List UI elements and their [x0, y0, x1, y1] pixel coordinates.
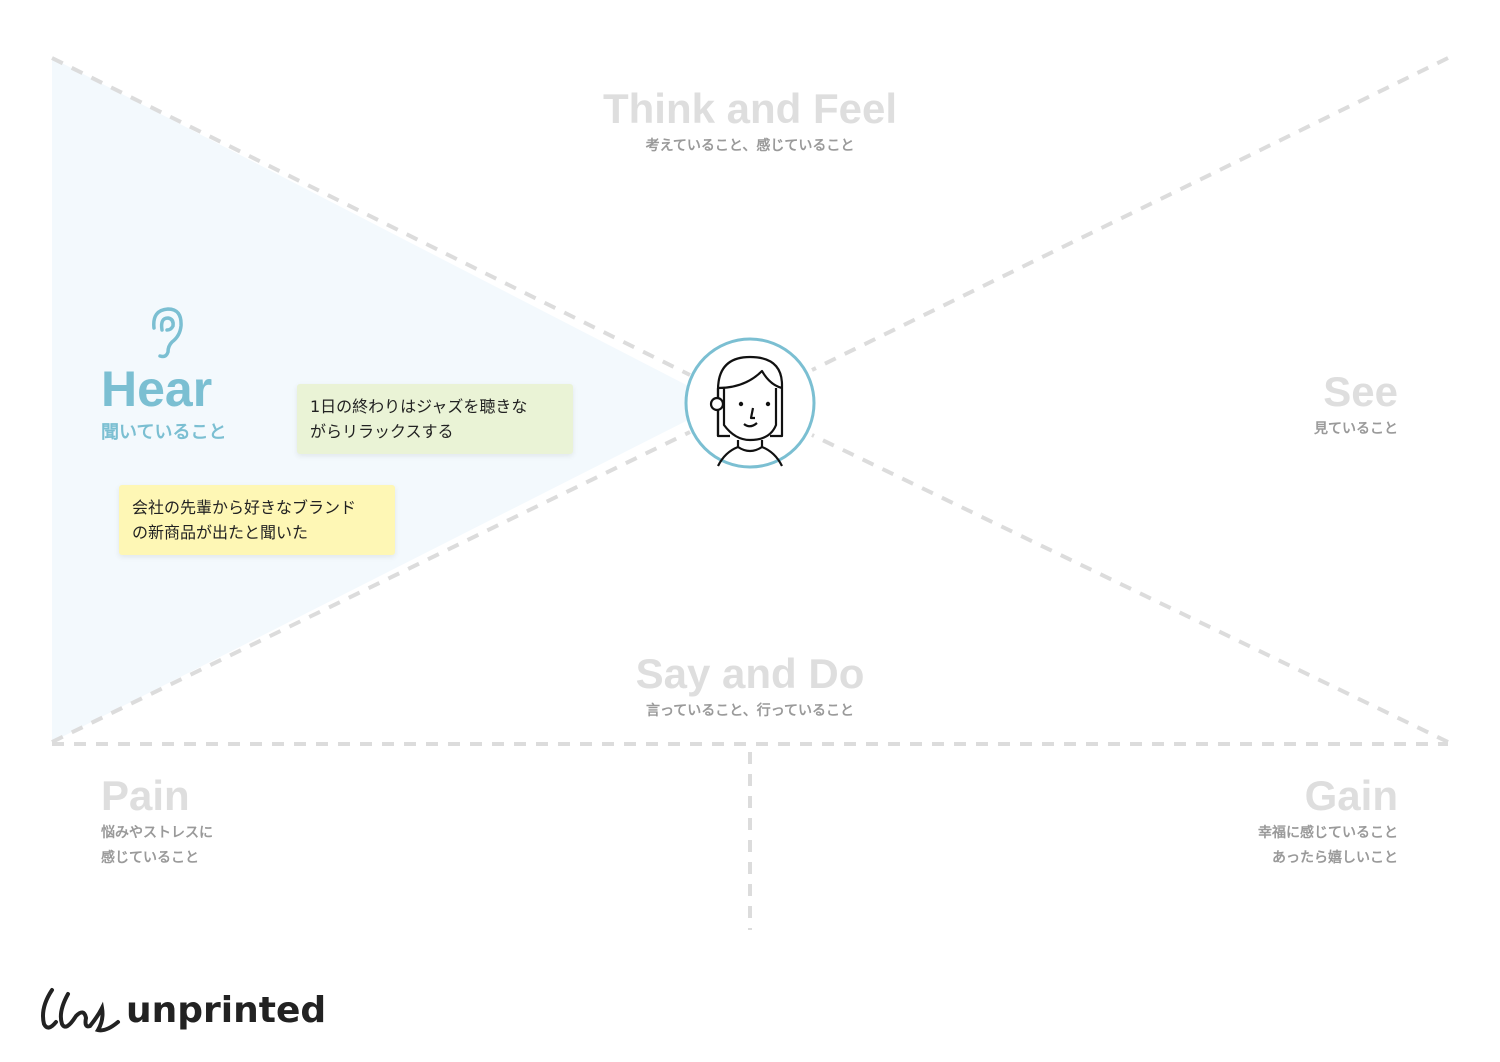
brand-logo: unprinted: [38, 986, 326, 1034]
section-subtitle: 感じていること: [101, 850, 199, 866]
sticky-note[interactable]: 会社の先輩から好きなブランド の新商品が出たと聞いた: [119, 485, 395, 555]
brand-name: unprinted: [126, 989, 327, 1031]
section-see: See 見ていること: [1314, 371, 1398, 442]
section-subtitle: あったら嬉しいこと: [1272, 850, 1398, 866]
section-say-do: Say and Do 言っていること、行っていること: [550, 653, 950, 724]
section-subtitle: 考えていること、感じていること: [645, 138, 855, 154]
persona-avatar: [684, 337, 816, 469]
note-text: 会社の先輩から好きなブランド: [132, 498, 357, 517]
sticky-note[interactable]: 1日の終わりはジャズを聴きな がらリラックスする: [297, 384, 573, 454]
section-hear: Hear 聞いていること: [101, 306, 226, 445]
section-subtitle: 悩みやストレスに: [101, 825, 213, 841]
divider-line: [51, 430, 691, 744]
note-text: がらリラックスする: [310, 422, 454, 441]
section-subtitle: 言っていること、行っていること: [645, 703, 855, 719]
section-title: See: [1323, 368, 1398, 415]
section-subtitle: 幸福に感じていること: [1258, 825, 1398, 841]
ear-icon: [152, 307, 183, 359]
divider-line: [51, 56, 691, 377]
section-title: Pain: [101, 772, 190, 819]
section-subtitle: 聞いていること: [101, 422, 227, 443]
divider-line: [811, 433, 1449, 744]
section-title: Gain: [1304, 772, 1398, 819]
section-pain: Pain 悩みやストレスに 感じていること: [101, 775, 213, 871]
section-think-feel: Think and Feel 考えていること、感じていること: [550, 88, 950, 159]
section-title: Think and Feel: [602, 85, 898, 132]
section-gain: Gain 幸福に感じていること あったら嬉しいこと: [1258, 775, 1398, 871]
note-text: 1日の終わりはジャズを聴きな: [310, 397, 528, 416]
section-subtitle: 見ていること: [1314, 421, 1398, 437]
note-text: の新商品が出たと聞いた: [132, 523, 309, 542]
logo-mark-icon: [41, 988, 120, 1033]
section-title: Hear: [101, 361, 213, 417]
divider-line: [811, 56, 1449, 372]
section-title: Say and Do: [635, 650, 865, 697]
